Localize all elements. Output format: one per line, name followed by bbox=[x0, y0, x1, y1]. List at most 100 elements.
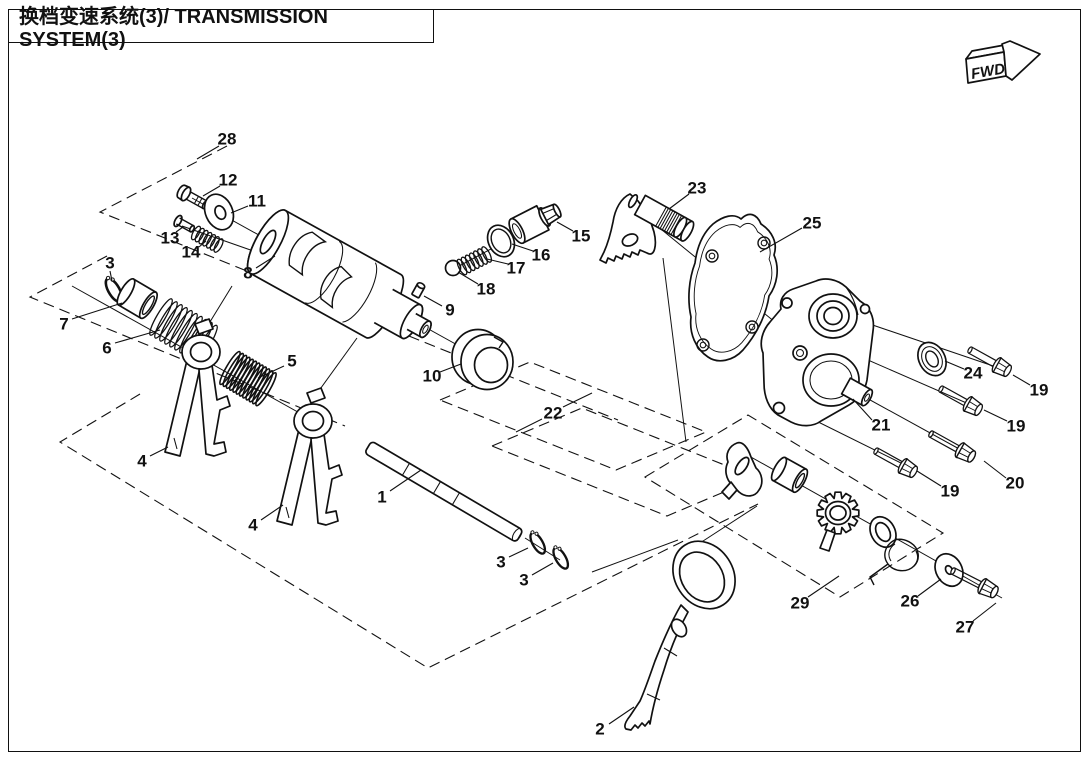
leader-line-4 bbox=[149, 446, 169, 457]
callout-5: 5 bbox=[287, 352, 296, 371]
part-2-shift-arm bbox=[623, 540, 736, 731]
part-9-pin bbox=[411, 281, 426, 299]
callout-4: 4 bbox=[248, 516, 258, 535]
callout-18: 18 bbox=[477, 280, 496, 299]
part-17-spring bbox=[456, 246, 493, 276]
leader-line-3 bbox=[508, 547, 529, 558]
callout-14: 14 bbox=[182, 243, 201, 262]
part-10-cam-plate bbox=[451, 328, 514, 391]
callout-19: 19 bbox=[1030, 381, 1049, 400]
leader-line-20 bbox=[983, 460, 1007, 479]
callout-11: 11 bbox=[248, 192, 266, 211]
callout-19: 19 bbox=[941, 482, 960, 501]
callout-23: 23 bbox=[688, 179, 707, 198]
callout-19: 19 bbox=[1007, 417, 1026, 436]
page-border bbox=[8, 9, 1081, 752]
part-8-shift-drum bbox=[246, 209, 432, 340]
part-16-oring bbox=[486, 224, 516, 258]
leader-line-23 bbox=[668, 193, 690, 210]
part-26-washer bbox=[934, 552, 964, 588]
leader-line-3 bbox=[109, 270, 113, 282]
callout-28: 28 bbox=[218, 130, 237, 149]
part-24-oil-seal bbox=[917, 341, 947, 377]
leader-line-26 bbox=[917, 578, 942, 597]
part-4-shift-fork-a bbox=[164, 318, 231, 457]
leader-line-29 bbox=[807, 575, 840, 598]
callout-2: 2 bbox=[595, 720, 604, 739]
callout-20: 20 bbox=[1006, 474, 1025, 493]
leader-line-24 bbox=[944, 360, 965, 370]
leader-line-10 bbox=[439, 363, 462, 373]
callout-27: 27 bbox=[956, 618, 975, 637]
part-7-collar bbox=[116, 277, 158, 320]
callout-17: 17 bbox=[507, 259, 526, 278]
callout-29: 29 bbox=[791, 594, 810, 613]
callout-22: 22 bbox=[544, 404, 563, 423]
leader-line-8 bbox=[255, 255, 276, 269]
leader-line-16 bbox=[511, 243, 534, 252]
page-title: 换档变速系统(3)/ TRANSMISSION SYSTEM(3) bbox=[19, 6, 328, 51]
leader-line-22 bbox=[562, 392, 593, 408]
fwd-arrow: FWD bbox=[965, 40, 1041, 84]
part-19-bolt-b bbox=[934, 380, 986, 419]
callout-1: 1 bbox=[377, 488, 386, 507]
callout-3: 3 bbox=[519, 571, 528, 590]
leader-line-18 bbox=[457, 271, 479, 285]
part-21-shift-cover bbox=[760, 278, 875, 427]
part-3-circlip-c bbox=[548, 542, 573, 572]
leader-line-6 bbox=[114, 329, 161, 344]
part-1-fork-shaft bbox=[365, 441, 523, 542]
callout-12: 12 bbox=[219, 171, 238, 190]
leader-line-5 bbox=[257, 365, 285, 379]
leader-line-3 bbox=[531, 562, 554, 576]
leader-line-4 bbox=[260, 504, 284, 521]
part-29-ratchet-assembly bbox=[721, 441, 919, 586]
leader-line-12 bbox=[202, 185, 221, 197]
part-15-sleeve-bolt bbox=[508, 203, 562, 245]
callout-13: 13 bbox=[161, 229, 180, 248]
callout-25: 25 bbox=[803, 214, 822, 233]
callout-21: 21 bbox=[872, 416, 891, 435]
fwd-label: FWD bbox=[970, 60, 1007, 83]
leader-line-17 bbox=[486, 258, 509, 265]
callout-10: 10 bbox=[423, 367, 442, 386]
parts-layer: FWD bbox=[100, 40, 1041, 731]
leader-line-14 bbox=[198, 240, 207, 248]
leader-line-7 bbox=[71, 302, 123, 320]
part-23-sector-gear bbox=[599, 193, 695, 264]
leader-line-19 bbox=[983, 409, 1008, 422]
part-18-ball bbox=[444, 259, 462, 277]
part-14-spring bbox=[190, 225, 224, 253]
callout-3: 3 bbox=[496, 553, 505, 572]
callout-3: 3 bbox=[105, 254, 114, 273]
leader-line-1 bbox=[389, 469, 422, 492]
part-3-circlip-b bbox=[525, 527, 550, 557]
leader-line-2 bbox=[608, 706, 635, 725]
callout-6: 6 bbox=[102, 339, 111, 358]
part-13-bolt bbox=[173, 214, 196, 233]
part-11-washer bbox=[203, 193, 235, 231]
title-box: 换档变速系统(3)/ TRANSMISSION SYSTEM(3) bbox=[8, 6, 434, 51]
callout-9: 9 bbox=[445, 301, 454, 320]
leader-line-15 bbox=[556, 221, 574, 232]
callout-4: 4 bbox=[137, 452, 147, 471]
callout-7: 7 bbox=[59, 315, 68, 334]
part-4-shift-fork-b bbox=[276, 387, 343, 526]
leader-line-19 bbox=[916, 470, 942, 487]
callout-8: 8 bbox=[243, 264, 252, 283]
callout-26: 26 bbox=[901, 592, 920, 611]
leader-line-11 bbox=[230, 205, 249, 214]
part-20-bolt bbox=[924, 425, 979, 466]
leader-line-13 bbox=[175, 226, 184, 233]
part-19-bolt-c bbox=[869, 442, 921, 481]
leader-line-28 bbox=[196, 145, 220, 160]
leader-line-27 bbox=[972, 602, 997, 622]
leader-line-21 bbox=[852, 398, 873, 421]
leader-line-25 bbox=[759, 227, 803, 253]
leader-line-19 bbox=[1012, 374, 1031, 386]
callout-16: 16 bbox=[532, 246, 551, 265]
part-25-gasket bbox=[688, 213, 779, 362]
